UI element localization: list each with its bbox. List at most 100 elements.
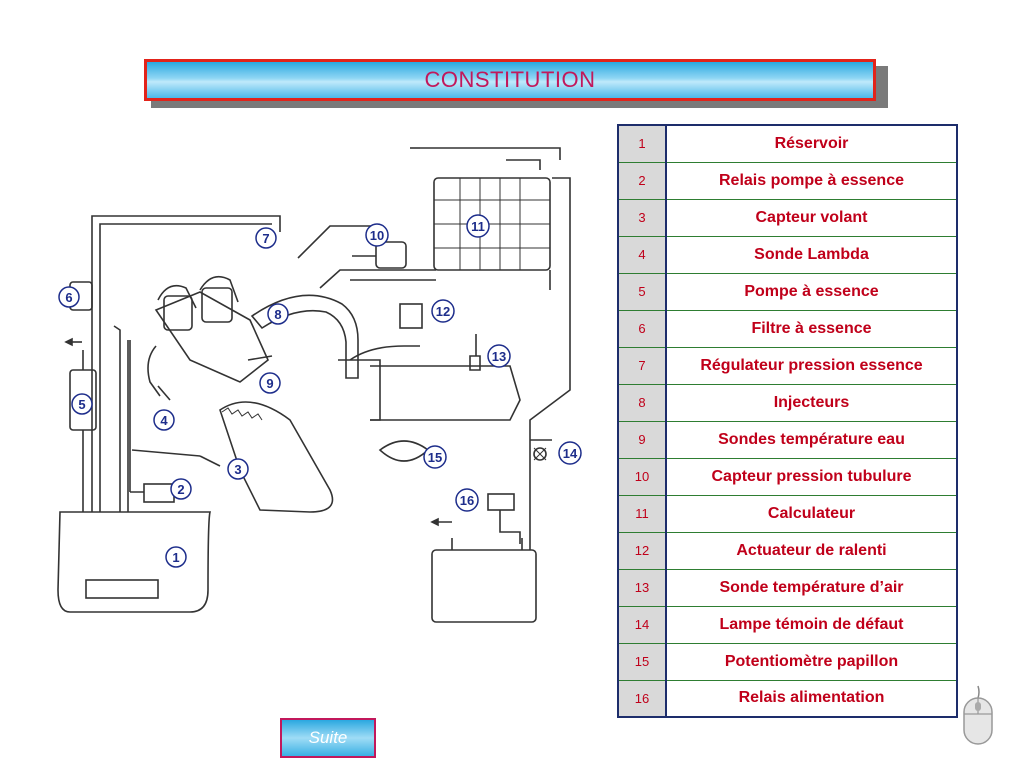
- legend-label: Lampe témoin de défaut: [665, 605, 958, 644]
- callout-6-label: 6: [65, 290, 72, 305]
- callout-5: [71, 393, 93, 415]
- callout-6: [58, 286, 80, 308]
- callout-8: [267, 303, 289, 325]
- callout-10-label: 10: [370, 228, 384, 243]
- callout-15-label: 15: [428, 450, 442, 465]
- legend-number: 2: [617, 161, 667, 200]
- legend-label: Filtre à essence: [665, 309, 958, 348]
- callout-9-label: 9: [266, 376, 273, 391]
- legend-number: 5: [617, 272, 667, 311]
- engine-block: [154, 291, 269, 383]
- legend-number: 14: [617, 605, 667, 644]
- legend-number: 3: [617, 198, 667, 237]
- throttle-potentiometer: [378, 440, 430, 462]
- callout-7: [255, 227, 277, 249]
- legend-label: Relais pompe à essence: [665, 161, 958, 200]
- legend-label: Sondes température eau: [665, 420, 958, 459]
- legend-label: Sonde Lambda: [665, 235, 958, 274]
- callout-8-label: 8: [274, 307, 281, 322]
- callout-3-label: 3: [234, 462, 241, 477]
- callout-12-label: 12: [436, 304, 450, 319]
- callout-13: [487, 344, 511, 368]
- next-button[interactable]: Suite: [280, 718, 376, 758]
- legend-number: 7: [617, 346, 667, 385]
- mouse-icon[interactable]: [960, 684, 996, 748]
- legend-label: Potentiomètre papillon: [665, 642, 958, 681]
- main-relay: [487, 493, 515, 511]
- legend-label: Injecteurs: [665, 383, 958, 422]
- legend-label: Régulateur pression essence: [665, 346, 958, 385]
- legend-number: 15: [617, 642, 667, 681]
- callout-16-label: 16: [460, 493, 474, 508]
- legend-number: 8: [617, 383, 667, 422]
- legend-label: Pompe à essence: [665, 272, 958, 311]
- injection-system-diagram: 1 2 3 4 5 6 7 8 9 10 11 12 13 14 15 16: [57, 147, 582, 623]
- callout-9: [259, 372, 281, 394]
- callout-1: [165, 546, 187, 568]
- legend-label: Actuateur de ralenti: [665, 531, 958, 570]
- callout-14-label: 14: [563, 446, 578, 461]
- title-banner: CONSTITUTION: [144, 59, 876, 101]
- callout-4-label: 4: [160, 413, 168, 428]
- map-sensor: [375, 241, 407, 269]
- callout-14: [558, 441, 582, 465]
- legend-number: 1: [617, 124, 667, 163]
- legend-label: Relais alimentation: [665, 679, 958, 718]
- legend-label: Réservoir: [665, 124, 958, 163]
- legend-number: 6: [617, 309, 667, 348]
- legend-number: 9: [617, 420, 667, 459]
- callout-10: [365, 223, 389, 247]
- flywheel: [219, 401, 334, 513]
- legend-label: Capteur pression tubulure: [665, 457, 958, 496]
- page-title: CONSTITUTION: [424, 67, 596, 92]
- callout-13-label: 13: [492, 349, 506, 364]
- callout-12: [431, 299, 455, 323]
- callout-2-label: 2: [177, 482, 184, 497]
- air-temp-sensor: [469, 355, 481, 371]
- battery: [431, 549, 537, 623]
- callout-7-label: 7: [262, 231, 269, 246]
- callout-4: [153, 409, 175, 431]
- legend-label: Sonde température d’air: [665, 568, 958, 607]
- callout-5-label: 5: [78, 397, 85, 412]
- legend-number: 13: [617, 568, 667, 607]
- callout-1-label: 1: [172, 550, 179, 565]
- fuel-tank: [57, 511, 212, 613]
- callout-16: [455, 488, 479, 512]
- callout-11: [466, 214, 490, 238]
- intake-manifold: [250, 294, 359, 379]
- legend-number: 10: [617, 457, 667, 496]
- callout-11-label: 11: [471, 219, 485, 234]
- legend-number: 12: [617, 531, 667, 570]
- fuel-pump-in-tank: [85, 579, 159, 599]
- idle-actuator: [399, 303, 423, 329]
- legend-label: Capteur volant: [665, 198, 958, 237]
- legend-number: 4: [617, 235, 667, 274]
- legend-label: Calculateur: [665, 494, 958, 533]
- legend-number: 16: [617, 679, 667, 718]
- callout-15: [423, 445, 447, 469]
- legend-number: 11: [617, 494, 667, 533]
- fuel-pump-relay: [143, 483, 175, 503]
- fault-lamp: [533, 447, 547, 461]
- callout-2: [170, 478, 192, 500]
- next-button-label: Suite: [308, 728, 348, 747]
- callout-3: [227, 458, 249, 480]
